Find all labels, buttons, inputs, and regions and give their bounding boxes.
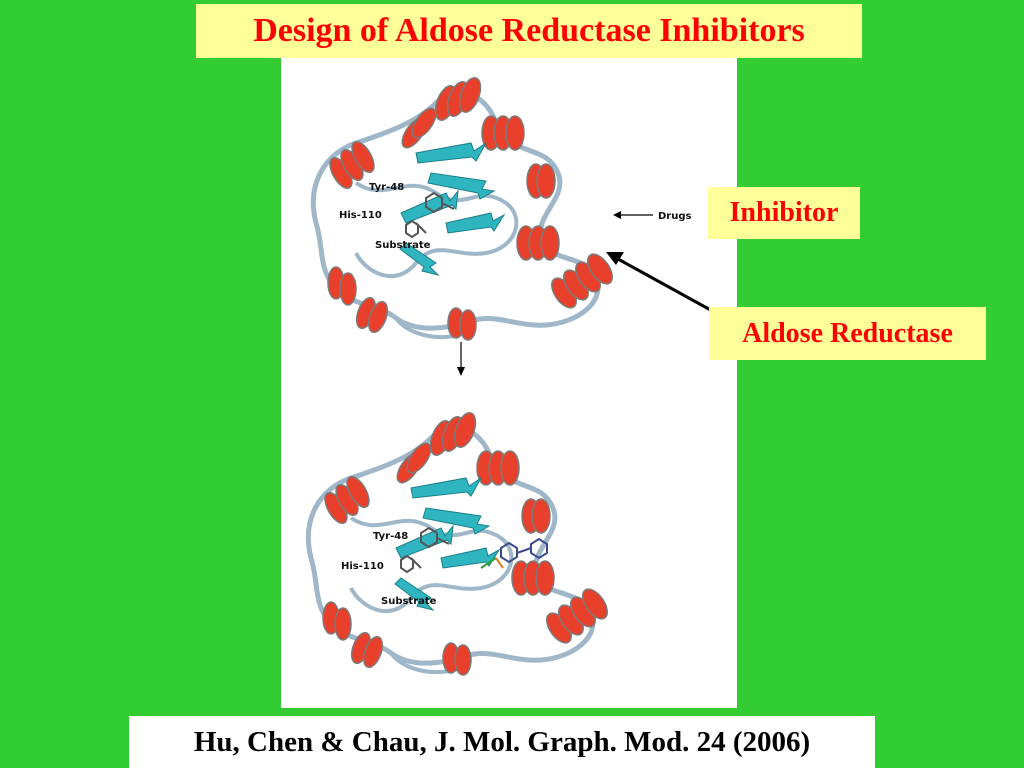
protein-structures-diagram: Tyr-48 His-110 Substrate Drugs Tyr-48 Hi… bbox=[281, 58, 692, 708]
inhibitor-label: Inhibitor bbox=[708, 187, 860, 239]
his110-label-bottom: His-110 bbox=[341, 561, 384, 572]
drugs-label: Drugs bbox=[658, 211, 692, 222]
substrate-label-top: Substrate bbox=[375, 240, 431, 251]
down-arrowhead bbox=[457, 367, 465, 376]
protein-structure-top bbox=[313, 75, 617, 340]
citation: Hu, Chen & Chau, J. Mol. Graph. Mod. 24 … bbox=[129, 716, 875, 768]
substrate-label-bottom: Substrate bbox=[381, 596, 437, 607]
slide-title: Design of Aldose Reductase Inhibitors bbox=[196, 4, 862, 58]
protein-figure-panel: Tyr-48 His-110 Substrate Drugs Tyr-48 Hi… bbox=[281, 58, 737, 708]
tyr48-label-top: Tyr-48 bbox=[369, 182, 404, 193]
tyr48-label-bottom: Tyr-48 bbox=[373, 531, 408, 542]
his110-label-top: His-110 bbox=[339, 210, 382, 221]
aldose-reductase-label: Aldose Reductase bbox=[709, 307, 986, 360]
protein-structure-bottom bbox=[308, 410, 612, 675]
drugs-arrowhead bbox=[613, 211, 621, 219]
